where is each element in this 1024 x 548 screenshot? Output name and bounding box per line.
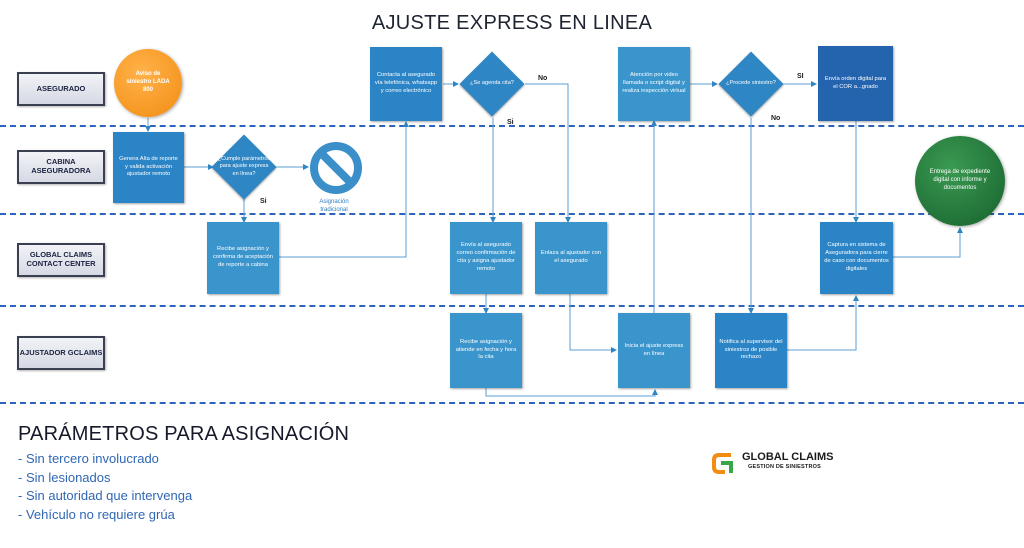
step-contacta-asegurado: Contacta al asegurado vía telefónica, wh… (370, 47, 442, 121)
lane-separator-4 (0, 402, 1024, 404)
lane-label-ajustador: AJUSTADOR GCLAIMS (17, 336, 105, 370)
decision-agenda-cita-label: ¿Se agenda cita? (470, 80, 514, 87)
logo-name: GLOBAL CLAIMS (742, 451, 834, 463)
logo-subtitle: GESTION DE SINIESTROS (748, 464, 821, 470)
step-recibe-atiende: Recibe asignación y atiende en fecha y h… (450, 313, 522, 388)
decision-procede-siniestro: ¿Procede siniestro? (718, 51, 784, 117)
step-notifica-supervisor: Notifica al supervisor del siniestros de… (715, 313, 787, 388)
decision-procede-label: ¿Procede siniestro? (726, 80, 776, 87)
step-envia-orden: Envía orden digital para el COR a...gnad… (818, 46, 893, 121)
label-si-cumple: Si (260, 198, 267, 205)
step-envia-correo: Envía al asegurado correo confirmación d… (450, 222, 522, 294)
lane-separator-1 (0, 125, 1024, 127)
lane-label-cabina: CABINA ASEGURADORA (17, 150, 105, 184)
lane-separator-2 (0, 213, 1024, 215)
decision-agenda-cita: ¿Se agenda cita? (459, 51, 525, 117)
asignacion-tradicional-label: Asignación tradicional (319, 199, 349, 213)
params-item: - Sin lesionados (18, 469, 111, 485)
lane-separator-3 (0, 305, 1024, 307)
step-genera-alta: Genera Alta de reporte y valida activaci… (113, 132, 184, 203)
label-si-procede: SI (797, 73, 804, 80)
params-list: - Sin tercero involucrado - Sin lesionad… (18, 450, 192, 524)
start-aviso-circle: Aviso de siniestro LADA 800 (114, 49, 182, 117)
params-item: - Sin tercero involucrado (18, 451, 159, 466)
global-claims-logo-icon (712, 453, 733, 474)
label-si-agenda: Si (507, 119, 514, 126)
params-item: - Sin autoridad que intervenga (18, 488, 193, 503)
params-title: PARÁMETROS PARA ASIGNACIÓN (18, 423, 350, 445)
diagram-title: AJUSTE EXPRESS EN LINEA (371, 12, 653, 34)
label-no-agenda: No (538, 75, 548, 82)
step-inicia-ajuste: Inicia el ajuste express en línea (618, 313, 690, 388)
label-no-procede: No (771, 115, 781, 122)
step-recibe-asignacion-cc: Recibe asignación y confirma de aceptaci… (207, 222, 279, 294)
end-entrega-circle: Entrega de expediente digital con inform… (915, 136, 1005, 226)
decision-cumple-label: ¿Cumple parámetros para ajuste express e… (217, 156, 271, 177)
params-item: - Vehículo no requiere grúa (18, 506, 175, 522)
lane-label-contact-center: GLOBAL CLAIMS CONTACT CENTER (17, 243, 105, 277)
lane-label-asegurado: ASEGURADO (17, 72, 105, 106)
step-captura-sistema: Captura en sistema de Aseguradora para c… (820, 222, 893, 294)
global-claims-logo: GLOBAL CLAIMS GESTION DE SINIESTROS (711, 449, 841, 479)
step-atencion-video: Atención por video llamada o script digi… (618, 47, 690, 121)
decision-cumple-parametros: ¿Cumple parámetros para ajuste express e… (211, 134, 277, 200)
no-entry-icon (309, 141, 363, 195)
step-enlaza-ajustador: Enlaza al ajustador con el asegurado (535, 222, 607, 294)
